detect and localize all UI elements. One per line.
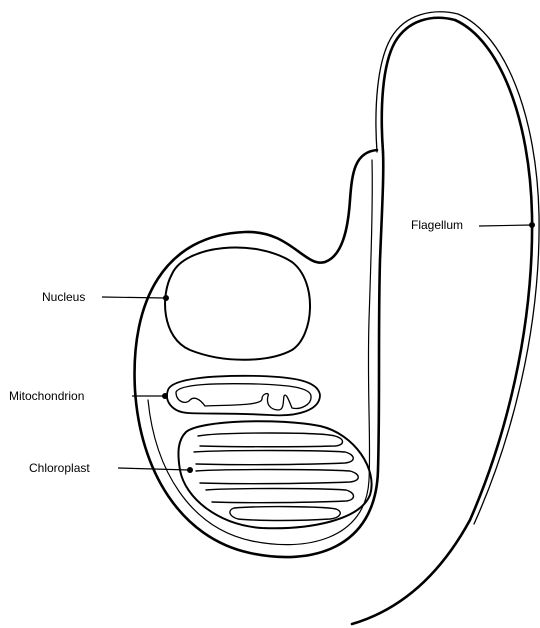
nucleus-leader xyxy=(102,297,165,298)
label-mitochondrion: Mitochondrion xyxy=(9,389,84,403)
mitochondrion xyxy=(167,376,320,416)
nucleus-pointer-dot xyxy=(163,295,169,301)
label-nucleus: Nucleus xyxy=(42,290,85,304)
chloroplast-pointer-dot xyxy=(187,467,193,473)
flagellum-leader xyxy=(479,225,531,226)
nucleus xyxy=(165,247,310,359)
flagellum-pointer-dot xyxy=(529,222,535,228)
chloroplast xyxy=(178,421,371,528)
label-chloroplast: Chloroplast xyxy=(29,461,90,475)
cell-body xyxy=(135,150,384,557)
mitochondrion-pointer-dot xyxy=(162,393,168,399)
label-flagellum: Flagellum xyxy=(411,218,463,232)
